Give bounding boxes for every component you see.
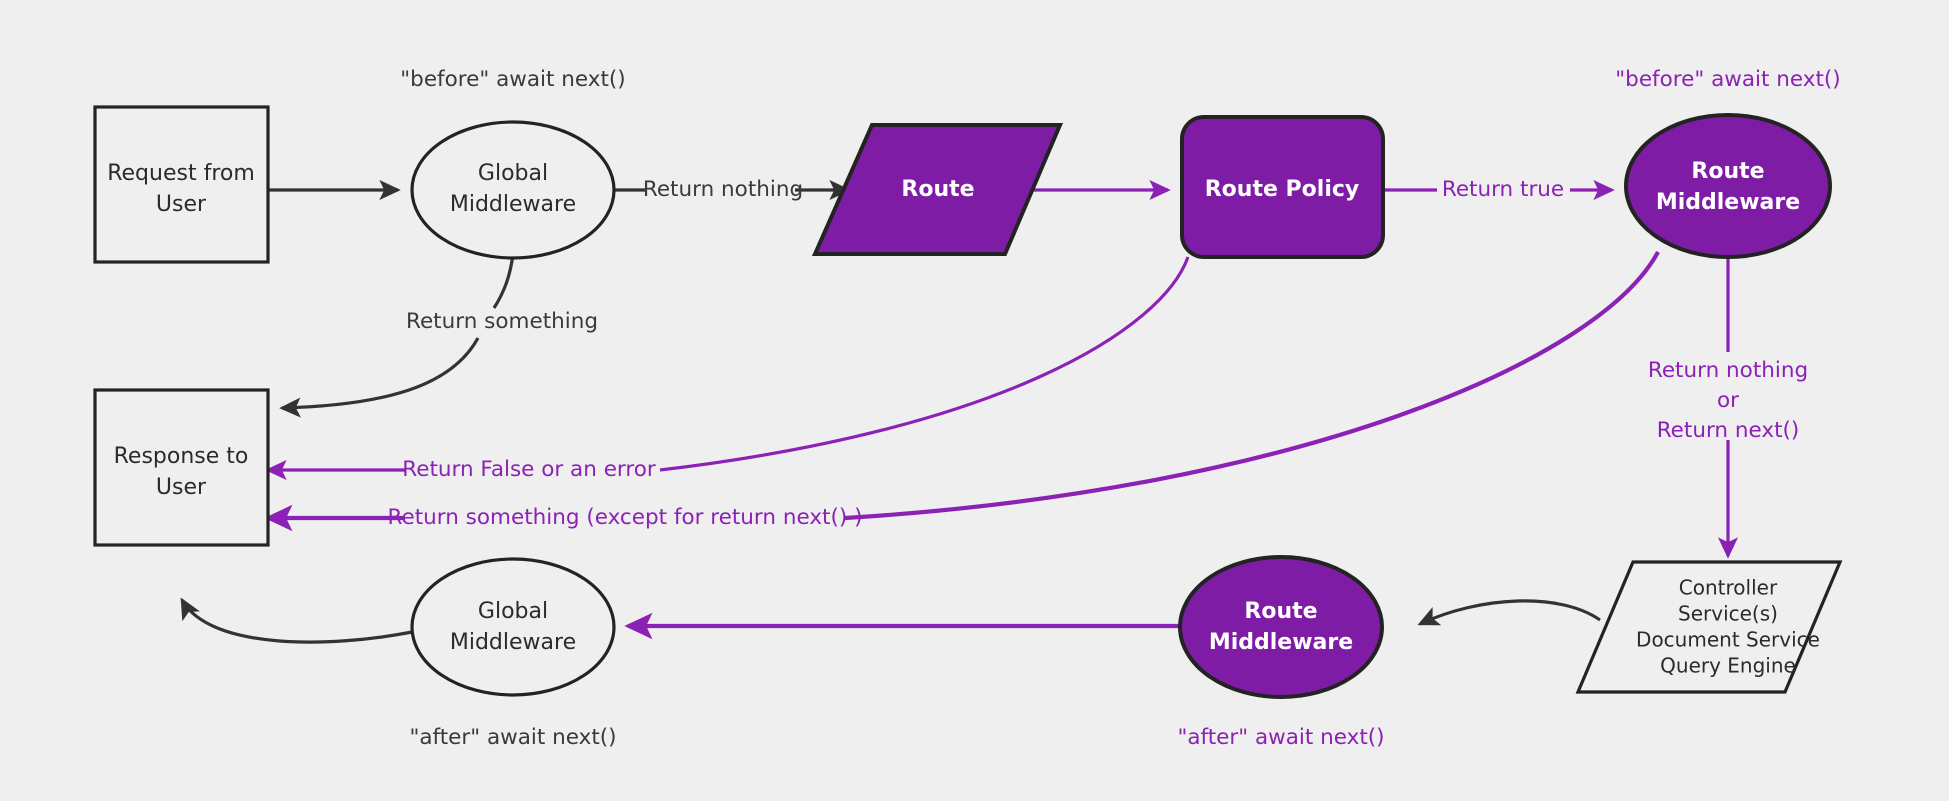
edge-global-middleware-to-response: Return something	[279, 253, 598, 418]
node-route-label: Route	[901, 177, 974, 202]
node-controller-line4: Query Engine	[1660, 654, 1796, 678]
node-route-policy[interactable]: Route Policy	[1180, 115, 1385, 259]
annotation-before-await-next-global: "before" await next()	[400, 67, 625, 92]
node-controller-services[interactable]: Controller Service(s) Document Service Q…	[1575, 560, 1843, 694]
node-response-to-user-line2: User	[156, 475, 207, 500]
edge-label-return-false-or-error: Return False or an error	[402, 457, 656, 482]
node-route-middleware-top-line1: Route	[1691, 159, 1764, 184]
edge-route-policy-to-response-false: Return False or an error	[265, 256, 1190, 482]
node-route-middleware-bottom-line1: Route	[1244, 599, 1317, 624]
edge-controller-to-route-middleware-bottom	[1417, 599, 1601, 626]
edge-global-middleware-bottom-to-response	[180, 597, 413, 644]
edge-label-return-nothing-or-next-line3: Return next()	[1657, 418, 1800, 443]
edge-route-middleware-to-controller: Return nothing or Return next()	[1648, 256, 1808, 559]
edge-label-return-nothing-or-next-line1: Return nothing	[1648, 358, 1808, 383]
edge-label-return-nothing: Return nothing	[643, 177, 803, 202]
node-global-middleware-bottom-line2: Middleware	[450, 630, 576, 655]
node-controller-line3: Document Service	[1636, 628, 1820, 652]
node-global-middleware-bottom[interactable]: Global Middleware	[410, 557, 616, 697]
node-global-middleware-top-line1: Global	[478, 161, 548, 186]
node-global-middleware-bottom-line1: Global	[478, 599, 548, 624]
node-route-middleware-bottom[interactable]: Route Middleware	[1178, 555, 1384, 699]
edge-route-middleware-to-response-something: Return something (except for return next…	[264, 251, 1660, 532]
annotation-before-await-next-route: "before" await next()	[1615, 67, 1840, 92]
edge-label-return-something-except: Return something (except for return next…	[388, 505, 863, 530]
annotation-after-await-next-global: "after" await next()	[409, 725, 616, 750]
node-request-from-user-line1: Request from	[107, 161, 255, 186]
edge-label-return-something-top: Return something	[406, 309, 598, 334]
node-route-middleware-top[interactable]: Route Middleware	[1624, 113, 1832, 259]
node-route-policy-label: Route Policy	[1205, 177, 1360, 202]
node-controller-line2: Service(s)	[1678, 602, 1778, 626]
node-response-to-user[interactable]: Response to User	[93, 388, 270, 547]
edge-label-return-true: Return true	[1442, 177, 1564, 202]
node-global-middleware-top[interactable]: Global Middleware	[410, 120, 616, 260]
annotation-after-await-next-route: "after" await next()	[1177, 725, 1384, 750]
node-route-middleware-bottom-line2: Middleware	[1209, 630, 1353, 655]
edge-route-policy-to-route-middleware: Return true	[1383, 177, 1615, 202]
node-request-from-user-line2: User	[156, 192, 207, 217]
node-global-middleware-top-line2: Middleware	[450, 192, 576, 217]
node-response-to-user-line1: Response to	[114, 444, 249, 469]
edge-label-return-nothing-or-next-line2: or	[1717, 388, 1739, 413]
node-route[interactable]: Route	[811, 123, 1064, 256]
edge-global-middleware-to-route: Return nothing	[614, 177, 851, 202]
node-route-middleware-top-line2: Middleware	[1656, 190, 1800, 215]
node-controller-line1: Controller	[1679, 576, 1778, 600]
node-request-from-user[interactable]: Request from User	[93, 105, 270, 264]
